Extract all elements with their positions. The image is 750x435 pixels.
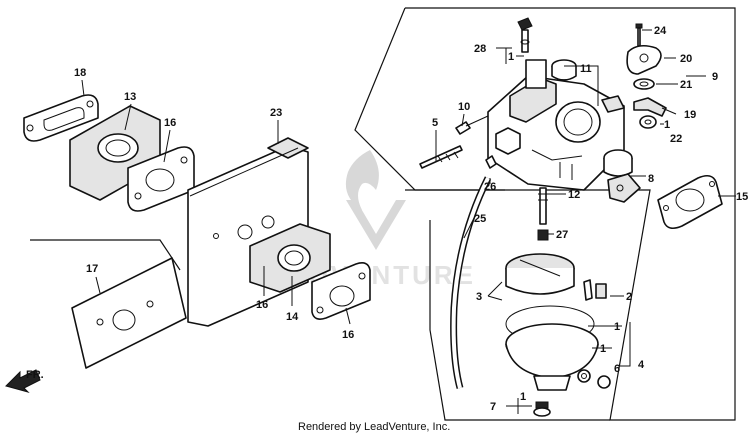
lever-19 <box>633 97 667 117</box>
callout-17: 17 <box>86 263 98 275</box>
insulator-14 <box>249 223 331 293</box>
callout-14: 14 <box>286 311 299 323</box>
callout-5: 5 <box>432 117 438 129</box>
bolt-7 <box>533 401 551 417</box>
callout-27: 27 <box>556 229 568 241</box>
fuel-cut-valve-8 <box>603 149 641 203</box>
callout-21: 21 <box>680 79 692 91</box>
float-chamber <box>505 323 599 391</box>
plate-20 <box>626 44 662 75</box>
front-direction-arrow: FR. <box>5 369 44 393</box>
callout-24: 24 <box>654 25 667 37</box>
callout-26: 26 <box>484 181 496 193</box>
callout-12: 12 <box>568 189 580 201</box>
callout-1-b: 1 <box>664 119 670 131</box>
carburetor-body <box>487 59 625 191</box>
callout-4: 4 <box>638 359 645 371</box>
callout-8: 8 <box>648 173 654 185</box>
callout-28: 28 <box>474 43 486 55</box>
callout-6: 6 <box>614 363 620 375</box>
callout-7: 7 <box>490 401 496 413</box>
leader-lines <box>81 29 736 414</box>
callout-1-c: 1 <box>614 321 620 333</box>
front-label: FR. <box>26 369 44 381</box>
callout-16-middle: 16 <box>256 299 268 311</box>
callout-1-d: 1 <box>600 343 606 355</box>
callout-1-e: 1 <box>520 391 526 403</box>
gasket-18 <box>23 94 99 142</box>
clip-26 <box>485 155 497 169</box>
callout-19: 19 <box>684 109 696 121</box>
callout-1-a: 1 <box>508 51 514 63</box>
callout-18: 18 <box>74 67 86 79</box>
lower-group-outline <box>429 220 610 421</box>
seal-22 <box>639 115 657 129</box>
callout-3: 3 <box>476 291 482 303</box>
fuel-tube-25 <box>450 176 492 389</box>
gasket-15 <box>657 174 723 230</box>
callout-16-upper: 16 <box>164 117 176 129</box>
pilot-screw-28 <box>517 17 533 53</box>
callout-labels: 18 13 16 23 17 16 14 16 5 10 26 28 1 11 … <box>74 25 748 413</box>
callout-10: 10 <box>458 101 470 113</box>
callout-15: 15 <box>736 191 748 203</box>
washer-21 <box>633 78 655 90</box>
callout-16-lower: 16 <box>342 329 354 341</box>
gasket-16-lower <box>311 262 371 320</box>
callout-25: 25 <box>474 213 486 225</box>
callout-23: 23 <box>270 107 282 119</box>
callout-13: 13 <box>124 91 136 103</box>
gasket-sheet-17 <box>71 257 187 369</box>
callout-2: 2 <box>626 291 632 303</box>
screw-24 <box>635 23 643 47</box>
intake-group-outline <box>354 7 505 191</box>
callout-9: 9 <box>712 71 718 83</box>
main-jet-27 <box>537 229 549 241</box>
cap-11 <box>551 59 577 81</box>
throttle-stop-screw-10 <box>455 115 489 135</box>
callout-20: 20 <box>680 53 692 65</box>
main-nozzle-12 <box>538 187 548 225</box>
render-credit: Rendered by LeadVenture, Inc. <box>298 421 450 433</box>
float-3 <box>505 253 575 295</box>
screw-set-5 <box>419 145 463 169</box>
float-valve-2 <box>583 279 607 301</box>
callout-11: 11 <box>580 63 592 75</box>
insulator-group-outline <box>30 239 181 271</box>
callout-22: 22 <box>670 133 682 145</box>
drain-screw-6 <box>577 369 611 389</box>
